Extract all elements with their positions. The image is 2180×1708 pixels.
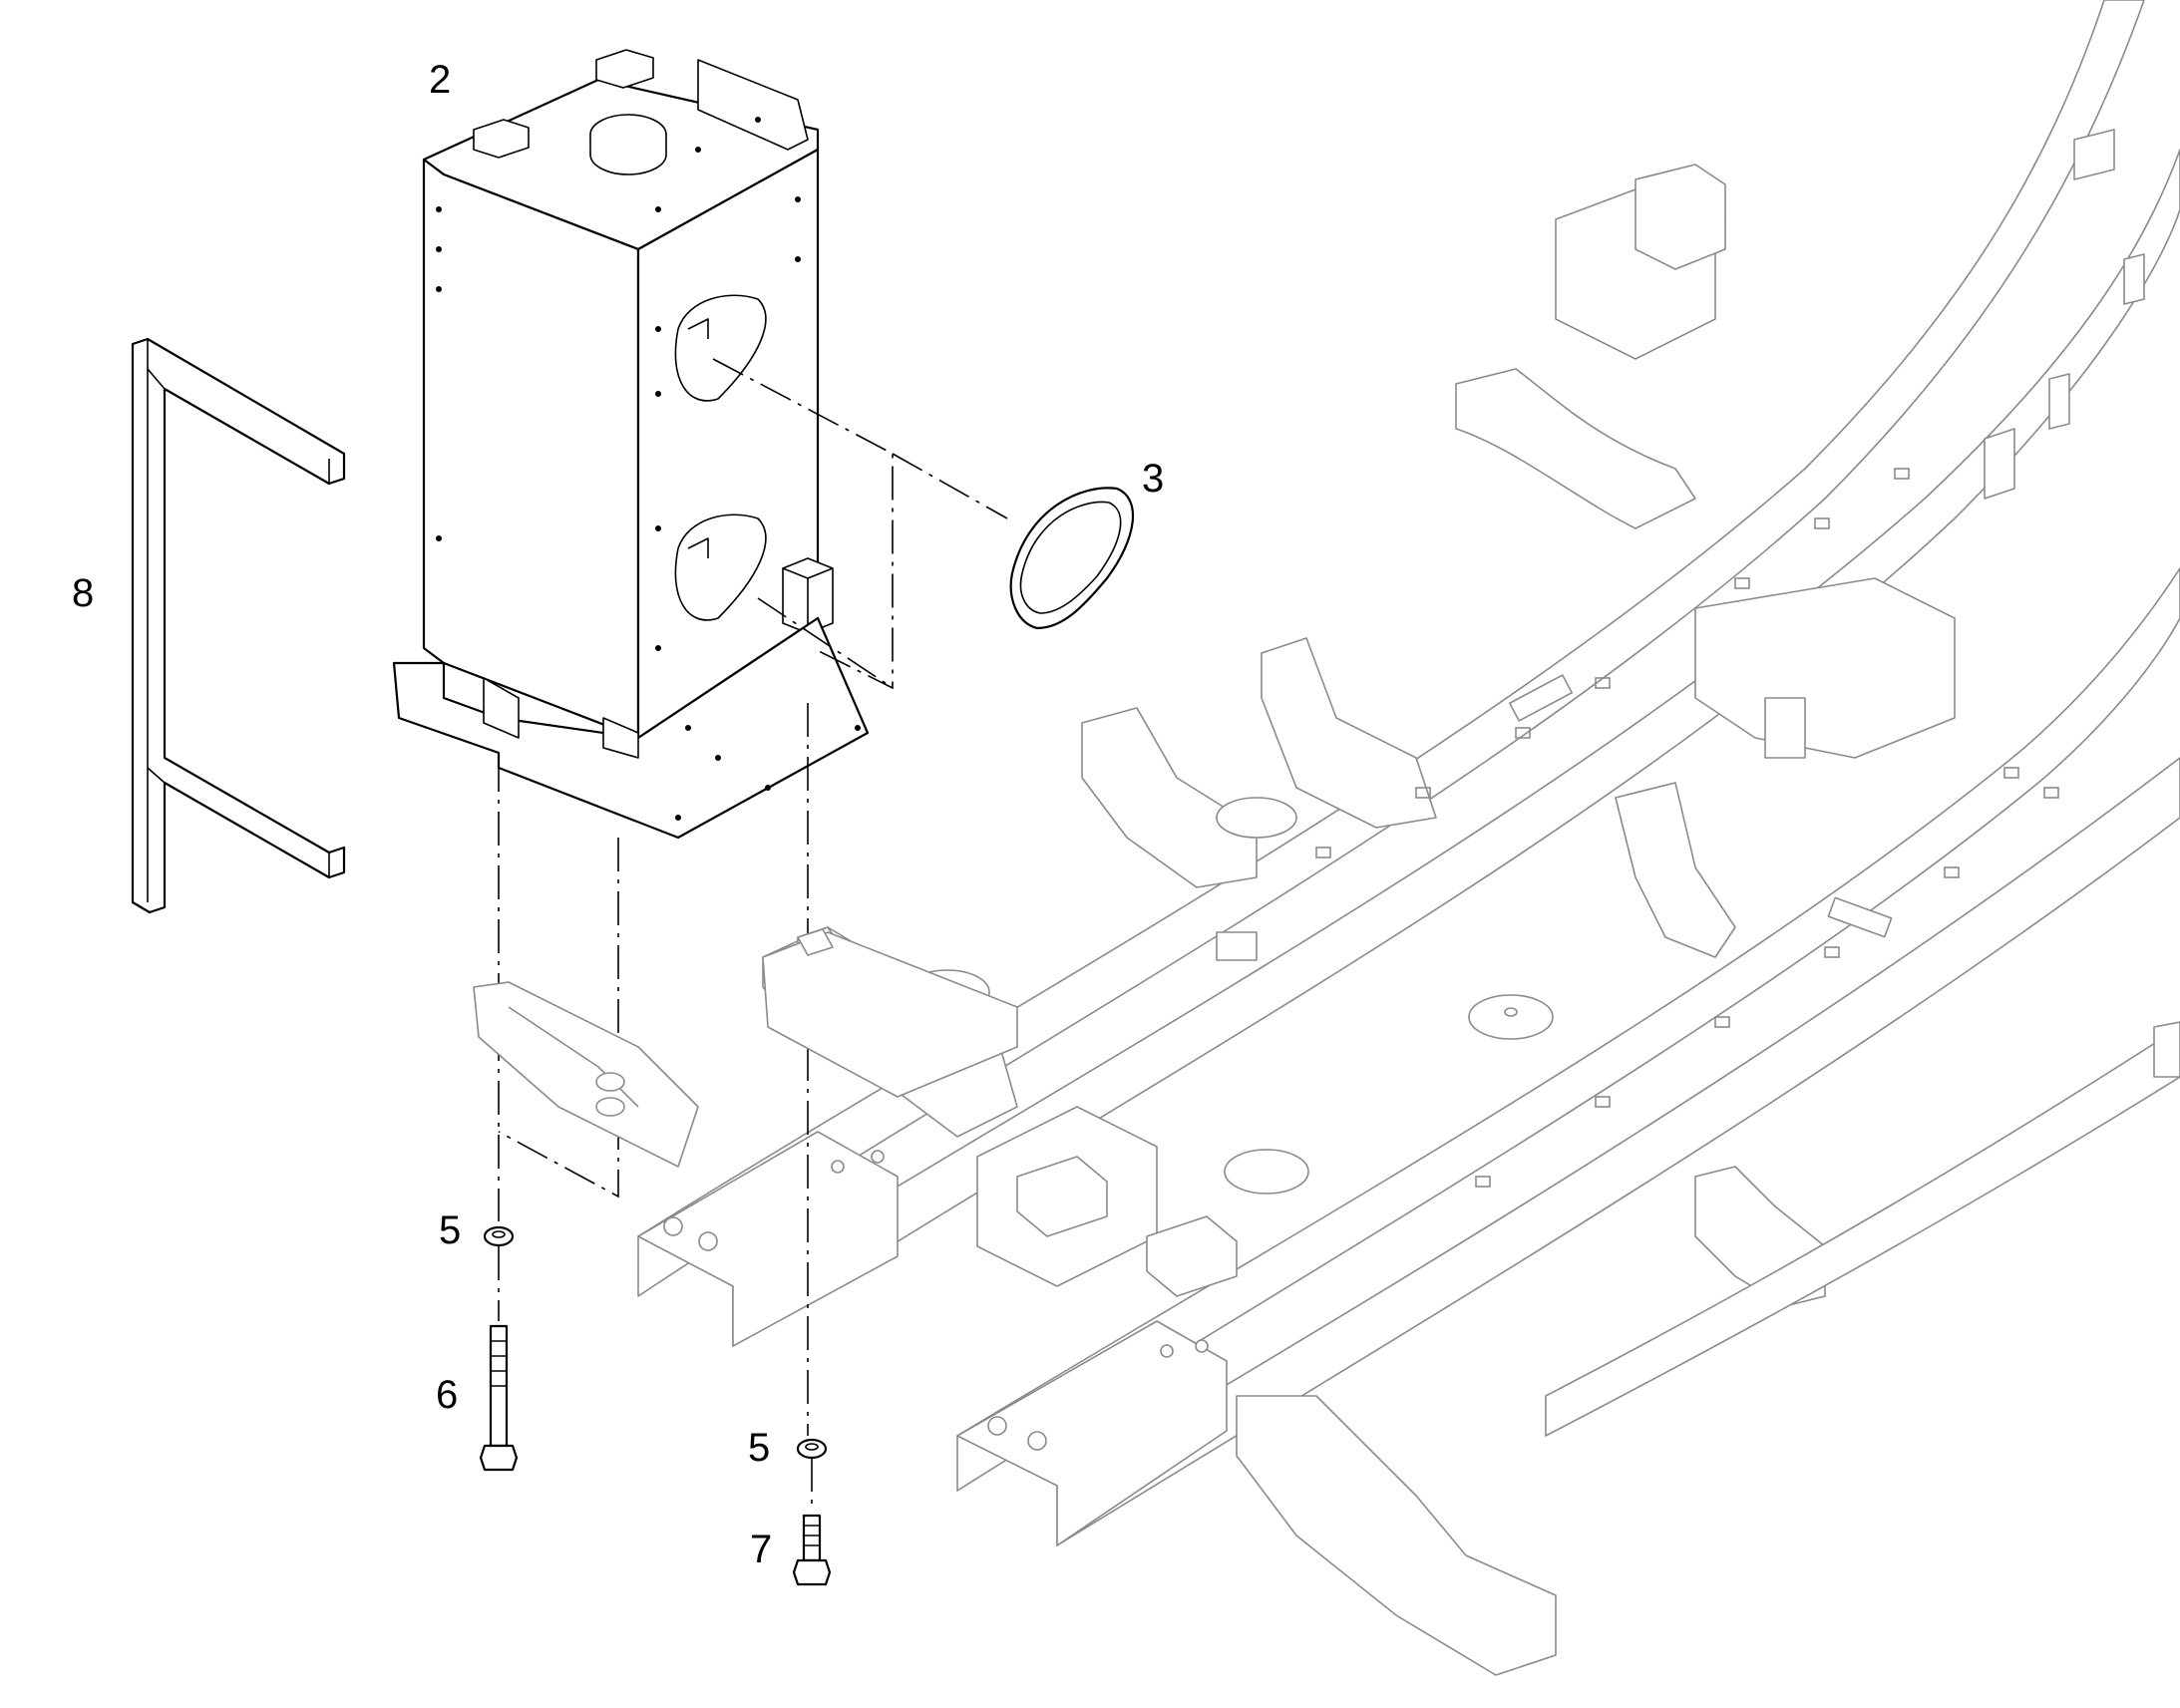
callout-label-8: 8 bbox=[72, 571, 94, 615]
part-5-washer-lower bbox=[796, 1438, 828, 1460]
main-rail-lower-inner bbox=[1056, 757, 2180, 1546]
callout-label-5-lower: 5 bbox=[748, 1426, 770, 1470]
assembly-leader-lines bbox=[498, 358, 1008, 1511]
callout-label-3: 3 bbox=[1142, 457, 1164, 501]
callout-label-7: 7 bbox=[750, 1528, 772, 1571]
rail-end-plate-right bbox=[956, 1320, 1228, 1546]
side-bracket-3 bbox=[2048, 373, 2070, 430]
cross-member-3 bbox=[1261, 637, 1437, 829]
cross-member-6 bbox=[1615, 782, 1736, 958]
part-6-long-bolt bbox=[479, 1324, 519, 1472]
cross-member-7 bbox=[1694, 577, 1956, 759]
mount-disc-3 bbox=[1468, 994, 1554, 1040]
pad-1 bbox=[1016, 1156, 1108, 1237]
part-3-seal-ring bbox=[1009, 487, 1135, 630]
housing-bolt-holes bbox=[436, 117, 861, 821]
callout-label-6: 6 bbox=[436, 1373, 458, 1417]
mount-disc-4 bbox=[1224, 1149, 1309, 1195]
cross-member-9 bbox=[1236, 1395, 1557, 1676]
chassis-frame bbox=[637, 0, 2180, 1676]
cross-member-4 bbox=[1081, 707, 1258, 888]
part-7-short-bolt bbox=[792, 1514, 832, 1586]
part-2-column-housing bbox=[392, 49, 870, 840]
part-5-washer-upper bbox=[483, 1225, 515, 1247]
rear-bracket bbox=[2153, 1021, 2180, 1078]
side-bracket-1 bbox=[2073, 129, 2115, 180]
cross-member-2 bbox=[1455, 368, 1696, 529]
side-bracket-2 bbox=[2123, 253, 2145, 305]
rear-rail-right bbox=[1545, 1026, 2180, 1437]
pad-2 bbox=[1146, 1215, 1238, 1297]
callouts: 2 3 5 5 6 7 8 bbox=[72, 58, 1164, 1571]
part-8-handle-frame bbox=[131, 337, 346, 914]
callout-label-5-upper: 5 bbox=[439, 1208, 461, 1252]
side-bracket-4 bbox=[1984, 428, 2015, 500]
rail-slots bbox=[1315, 468, 2059, 1188]
housing-mount-bracket bbox=[762, 931, 1018, 1098]
rail-end-plate-left bbox=[637, 1131, 899, 1347]
main-rail-lower bbox=[956, 567, 2180, 1492]
mount-disc-2 bbox=[1216, 797, 1297, 839]
callout-label-2: 2 bbox=[429, 58, 451, 102]
